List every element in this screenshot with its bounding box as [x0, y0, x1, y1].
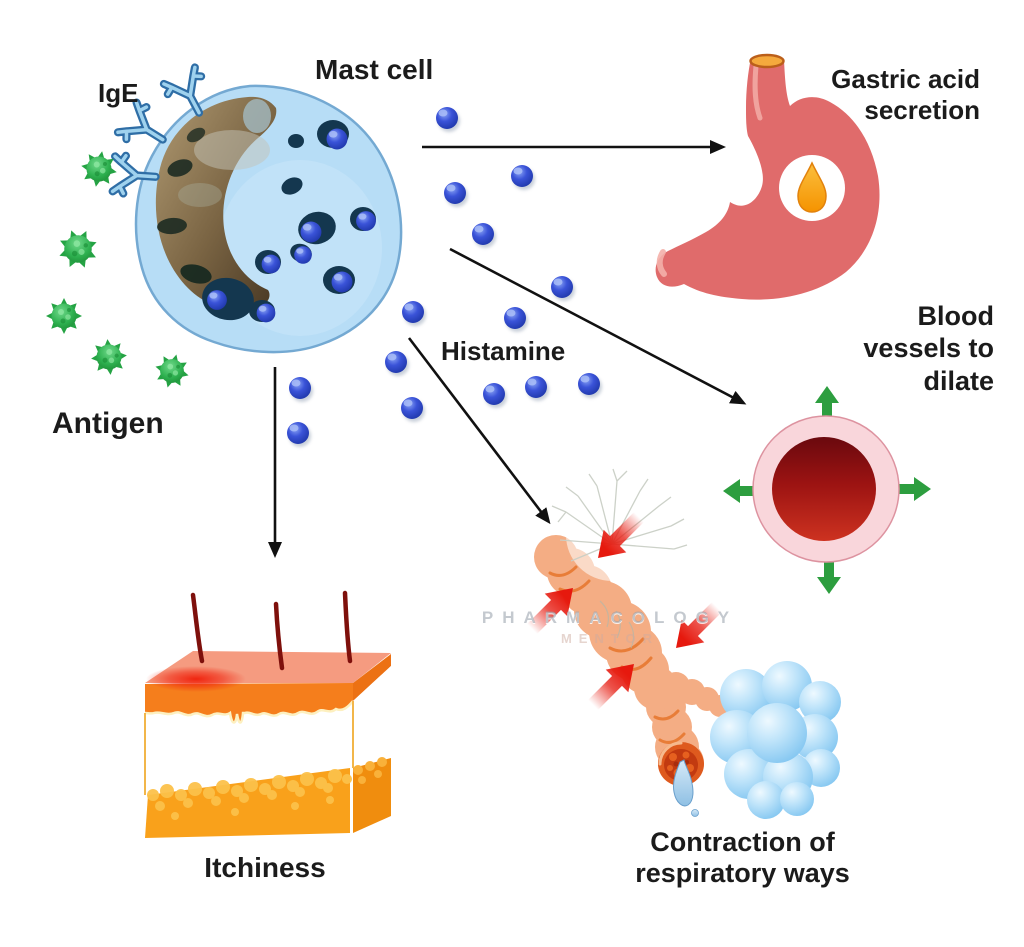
blood-vessels-label-line2: vessels to	[863, 333, 994, 364]
histamine-dot	[289, 377, 311, 399]
nucleus-spot	[186, 127, 206, 143]
hair	[342, 590, 353, 664]
alveoli-illustration	[710, 661, 841, 819]
antigen-icon	[46, 298, 82, 334]
skin-epidermis-wavy-line	[144, 700, 354, 724]
blood-vessels-label-line3: dilate	[923, 365, 994, 396]
inflamed-spot	[146, 666, 246, 692]
gastric-acid-label-line2: secretion	[864, 94, 980, 125]
histamine-dot	[525, 376, 547, 398]
vessel-lumen	[772, 437, 876, 541]
bronchus-rings	[548, 565, 686, 744]
mast-cell-label: Mast cell	[315, 54, 434, 85]
gastric-acid-label-line1: Gastric acid	[831, 64, 980, 94]
alveolus	[799, 681, 841, 723]
antigen-icon	[83, 331, 135, 383]
skin-side-epidermis	[353, 654, 391, 701]
histamine-dot	[578, 373, 600, 395]
blood-vessel-illustration	[723, 386, 931, 594]
skin-dermis-front	[145, 695, 353, 796]
stomach-illustration	[655, 53, 880, 300]
bronchus-illustration	[520, 468, 841, 819]
histamine-dot	[436, 107, 458, 129]
contraction-label-line2: respiratory ways	[635, 858, 850, 889]
nucleus	[155, 96, 277, 311]
acid-droplet-icon	[797, 161, 827, 213]
histamine-dot	[401, 397, 423, 419]
histamine-dot	[511, 165, 533, 187]
skin-hairs	[190, 590, 353, 671]
bronchus-rootlets	[599, 600, 635, 649]
skin-fat-bumps	[147, 769, 352, 820]
itchiness-label: Itchiness	[204, 852, 326, 883]
alveolus	[747, 781, 785, 819]
histamine-dot	[551, 276, 573, 298]
alveolus	[747, 703, 807, 763]
antigen-icon	[51, 222, 105, 276]
watermark-line2: MENTOR	[560, 631, 660, 646]
gray-vesicle	[243, 99, 271, 133]
hair	[190, 592, 205, 664]
antigen-icon	[151, 350, 193, 392]
watermark-line1: PHARMACOLOGY	[481, 608, 739, 627]
arrow-to-blood-vessel	[449, 247, 747, 405]
ige-label: IgE	[98, 78, 139, 108]
gastric-acid-label: Gastric acid secretion	[831, 64, 980, 125]
skin-illustration	[144, 590, 391, 838]
histamine-dot	[444, 182, 466, 204]
alveolus	[780, 782, 814, 816]
alveolus	[720, 669, 772, 721]
blood-vessels-label: Blood vessels to dilate	[863, 300, 994, 397]
mucus-droplet	[691, 809, 699, 817]
arrow-to-bronchus	[407, 337, 551, 525]
histamine-dot	[385, 351, 407, 373]
nerve-icon	[551, 468, 688, 562]
nucleus-spot	[167, 159, 193, 177]
contraction-label-line1: Contraction of	[650, 827, 835, 857]
stomach-body	[655, 58, 880, 300]
hair	[273, 601, 285, 671]
antigen-label: Antigen	[52, 407, 164, 440]
contraction-label: Contraction of respiratory ways	[610, 827, 875, 890]
histamine-dot	[287, 422, 309, 444]
bronchiole-cut-end	[658, 741, 704, 817]
mucus-drop-icon	[673, 759, 694, 807]
histamine-dot	[472, 223, 494, 245]
histamine-label: Histamine	[441, 336, 566, 366]
histamine-dot	[504, 307, 526, 329]
blood-vessels-label-line1: Blood	[917, 301, 994, 331]
mast-cell-illustration	[113, 67, 403, 354]
skin-side-dermis	[353, 666, 391, 768]
nucleus-spot	[180, 264, 212, 284]
flow-arrows	[268, 140, 747, 558]
histamine-dot	[483, 383, 505, 405]
histamine-dot	[402, 301, 424, 323]
nucleus-spot	[157, 217, 187, 235]
esophagus-opening	[749, 53, 785, 69]
